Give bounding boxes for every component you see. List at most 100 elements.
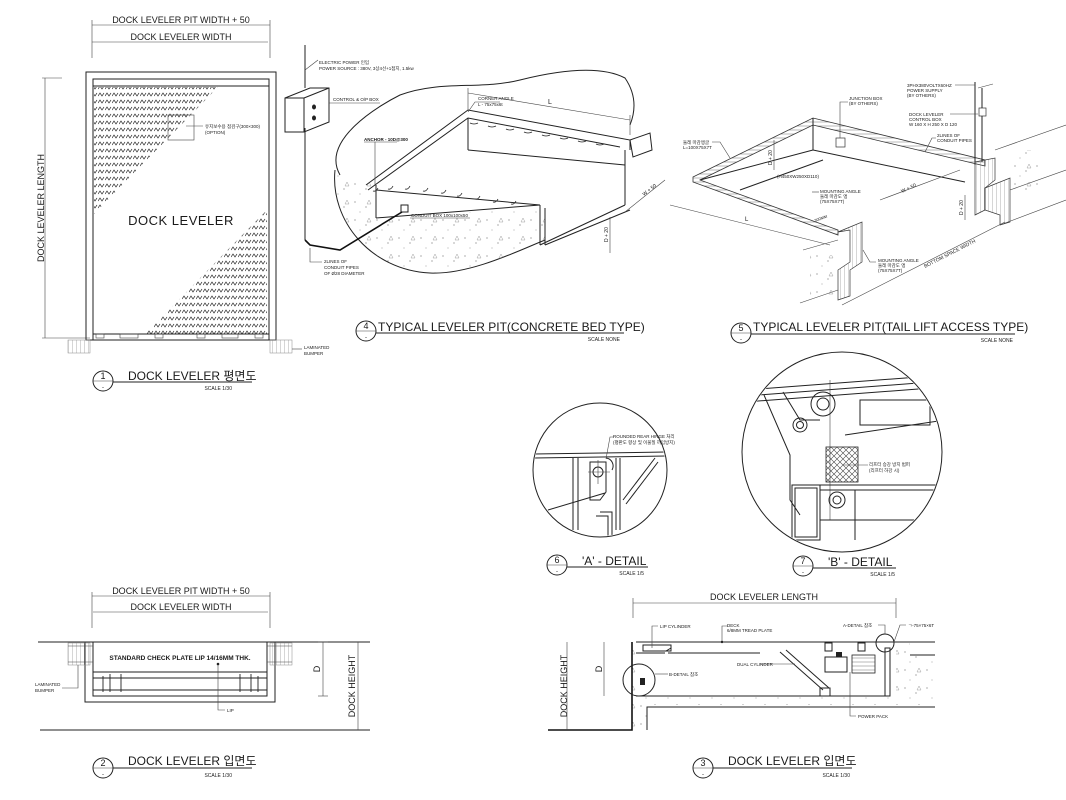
- svg-text:-: -: [740, 337, 742, 343]
- view-5-title-block: 5 - TYPICAL LEVELER PIT(TAIL LIFT ACCESS…: [730, 320, 1028, 344]
- svg-text:DECK: DECK: [727, 623, 740, 628]
- svg-text:CORNER ANGLE: CORNER ANGLE: [478, 96, 514, 101]
- svg-text:LIP CYLINDER: LIP CYLINDER: [660, 624, 691, 629]
- svg-text:D + 20: D + 20: [604, 227, 610, 242]
- view-1-title: DOCK LEVELER 평면도: [128, 369, 257, 383]
- view-4-concrete-bed: ELECTRIC POWER 인입 POWER SOURCE : 380V, 3…: [284, 45, 666, 343]
- svg-text:2LINES OF: 2LINES OF: [324, 259, 347, 264]
- svg-text:(BY OTHERS): (BY OTHERS): [907, 93, 936, 98]
- dim-pit-width: DOCK LEVELER PIT WIDTH + 50: [112, 15, 250, 25]
- svg-text:W 160 X H 250 X D 120: W 160 X H 250 X D 120: [909, 122, 958, 127]
- svg-text:DOCK LEVELER: DOCK LEVELER: [909, 112, 944, 117]
- svg-text:(H450XW250XD110): (H450XW250XD110): [777, 174, 819, 179]
- svg-text:SCALE 1/30: SCALE 1/30: [822, 773, 850, 779]
- svg-text:2: 2: [100, 758, 105, 768]
- view-7-title-block: 7 - 'B' - DETAIL SCALE 1/5: [792, 555, 896, 578]
- view-3-title: DOCK LEVELER 입면도: [728, 754, 857, 768]
- svg-text:LAMINATED: LAMINATED: [304, 345, 330, 350]
- view-4-title: TYPICAL LEVELER PIT(CONCRETE BED TYPE): [378, 320, 645, 334]
- view-6-title-block: 6 - 'A' - DETAIL SCALE 1/5: [546, 554, 648, 577]
- svg-text:D + 20: D + 20: [768, 150, 774, 165]
- svg-text:6: 6: [554, 555, 559, 565]
- svg-text:L: L: [548, 99, 552, 106]
- svg-text:(평판도 향상 및 이물질 끼임방지): (평판도 향상 및 이물질 끼임방지): [613, 439, 675, 446]
- svg-text:DOCK HEIGHT: DOCK HEIGHT: [559, 654, 569, 717]
- note-option: (OPTION): [205, 130, 226, 135]
- svg-text:SCALE NONE: SCALE NONE: [981, 338, 1014, 344]
- svg-text:BOTTOM SPACE WIDTH: BOTTOM SPACE WIDTH: [923, 238, 977, 269]
- svg-text:-: -: [102, 385, 104, 391]
- svg-text:B-DETAIL 참조: B-DETAIL 참조: [669, 671, 698, 677]
- svg-text:SCALE 1/5: SCALE 1/5: [870, 572, 895, 578]
- svg-text:(75X75X7T): (75X75X7T): [820, 199, 845, 204]
- lifter-bumper: [825, 446, 859, 483]
- svg-text:SCALE 1/5: SCALE 1/5: [619, 571, 644, 577]
- note-access-hatch: 유지보수용 점검구(300×300): [205, 123, 261, 130]
- svg-text:2LINES OF: 2LINES OF: [937, 133, 960, 138]
- tread-hatch-top: [94, 87, 218, 214]
- svg-text:JUNCTION BOX: JUNCTION BOX: [849, 96, 883, 101]
- b-detail-callout: [622, 663, 656, 697]
- svg-text:D: D: [594, 665, 604, 672]
- svg-text:MOUNTING ANGLE: MOUNTING ANGLE: [820, 189, 861, 194]
- svg-text:둘레 마감도 앵: 둘레 마감도 앵: [820, 193, 847, 200]
- view-1-plan: DOCK LEVELER PIT WIDTH + 50 DOCK LEVELER…: [36, 15, 330, 392]
- svg-text:CONTROL BOX: CONTROL BOX: [909, 117, 942, 122]
- view-2-title-block: 2 - DOCK LEVELER 입면도 SCALE 1/30: [92, 754, 257, 779]
- view-2-title: DOCK LEVELER 입면도: [128, 754, 257, 768]
- conduit-box: [400, 204, 409, 213]
- svg-text:L: L: [745, 217, 749, 223]
- svg-text:리프터 승강 방지 범퍼: 리프터 승강 방지 범퍼: [869, 461, 910, 468]
- svg-text:4: 4: [363, 321, 368, 331]
- view-6-title: 'A' - DETAIL: [582, 554, 647, 568]
- svg-text:A-DETAIL 참조: A-DETAIL 참조: [843, 622, 872, 628]
- svg-text:LAMINATED: LAMINATED: [35, 682, 61, 687]
- svg-text:BUMPER: BUMPER: [304, 351, 324, 356]
- svg-text:DUAL CYLINDER: DUAL CYLINDER: [737, 662, 774, 667]
- svg-text:-: -: [556, 569, 558, 575]
- svg-text:6/8MM TREAD PLATE: 6/8MM TREAD PLATE: [727, 628, 772, 633]
- svg-text:D + 20: D + 20: [959, 200, 965, 215]
- svg-text:-: -: [802, 570, 804, 576]
- view-7-title: 'B' - DETAIL: [828, 555, 893, 569]
- svg-text:W + 50: W + 50: [900, 183, 917, 195]
- svg-text:ELECTRIC POWER 인입: ELECTRIC POWER 인입: [319, 59, 369, 65]
- svg-text:OF Ø28 DIAMETER: OF Ø28 DIAMETER: [324, 271, 365, 276]
- dock-leveler-label: DOCK LEVELER: [128, 213, 234, 228]
- svg-text:ㄱ-75×75×6T: ㄱ-75×75×6T: [908, 623, 934, 628]
- svg-text:둘레 마감앵글: 둘레 마감앵글: [683, 139, 709, 146]
- view-6-a-detail: ROUNDED REAR HINGE 처리 (평판도 향상 및 이물질 끼임방지…: [532, 402, 675, 577]
- view-3-title-block: 3 - DOCK LEVELER 입면도 SCALE 1/30: [692, 754, 857, 779]
- view-4-title-block: 4 - TYPICAL LEVELER PIT(CONCRETE BED TYP…: [355, 320, 645, 343]
- svg-text:300MM: 300MM: [814, 214, 828, 223]
- svg-text:CONDUIT PIPES: CONDUIT PIPES: [937, 138, 972, 143]
- view-5-tail-lift: JUNCTION BOX (BY OTHERS) 3PHX380VOLTX60H…: [669, 82, 1066, 344]
- svg-text:3: 3: [700, 758, 705, 768]
- svg-text:DOCK LEVELER LENGTH: DOCK LEVELER LENGTH: [710, 592, 818, 602]
- check-plate-label: STANDARD CHECK PLATE LIP 14/16MM THK.: [109, 655, 250, 662]
- svg-text:DOCK LEVELER WIDTH: DOCK LEVELER WIDTH: [130, 602, 231, 612]
- svg-text:POWER SOURCE : 380V, 3상4선+1접지,: POWER SOURCE : 380V, 3상4선+1접지, 1.5kw: [319, 65, 415, 72]
- tread-hatch-bottom: [145, 210, 267, 334]
- svg-text:D: D: [312, 665, 322, 672]
- svg-text:SCALE 1/30: SCALE 1/30: [204, 773, 232, 779]
- control-box: [284, 87, 330, 133]
- power-pack: [824, 656, 848, 673]
- svg-text:ANCHOR - 10D@300: ANCHOR - 10D@300: [364, 137, 408, 142]
- svg-text:POWER PACK: POWER PACK: [858, 714, 888, 719]
- dim-length: DOCK LEVELER LENGTH: [36, 154, 46, 262]
- svg-text:LIP: LIP: [227, 708, 234, 713]
- svg-text:-: -: [102, 772, 104, 778]
- svg-text:둘레 마감도 앵: 둘레 마감도 앵: [878, 262, 905, 269]
- svg-text:CONTROL & O/P BOX: CONTROL & O/P BOX: [333, 97, 379, 102]
- view-3-section: DOCK LEVELER LENGTH LIP CYLINDER DECK 6/…: [548, 592, 935, 779]
- svg-text:CONDUIT PIPES: CONDUIT PIPES: [324, 265, 359, 270]
- svg-text:L=100X75X7T: L=100X75X7T: [683, 145, 712, 150]
- svg-text:7: 7: [800, 556, 805, 566]
- svg-text:SCALE 1/30: SCALE 1/30: [204, 386, 232, 392]
- svg-text:5: 5: [738, 323, 743, 333]
- svg-text:(75X75X7T): (75X75X7T): [878, 268, 903, 273]
- svg-text:ROUNDED REAR HINGE 처리: ROUNDED REAR HINGE 처리: [613, 433, 675, 440]
- svg-text:(BY OTHERS): (BY OTHERS): [849, 101, 878, 106]
